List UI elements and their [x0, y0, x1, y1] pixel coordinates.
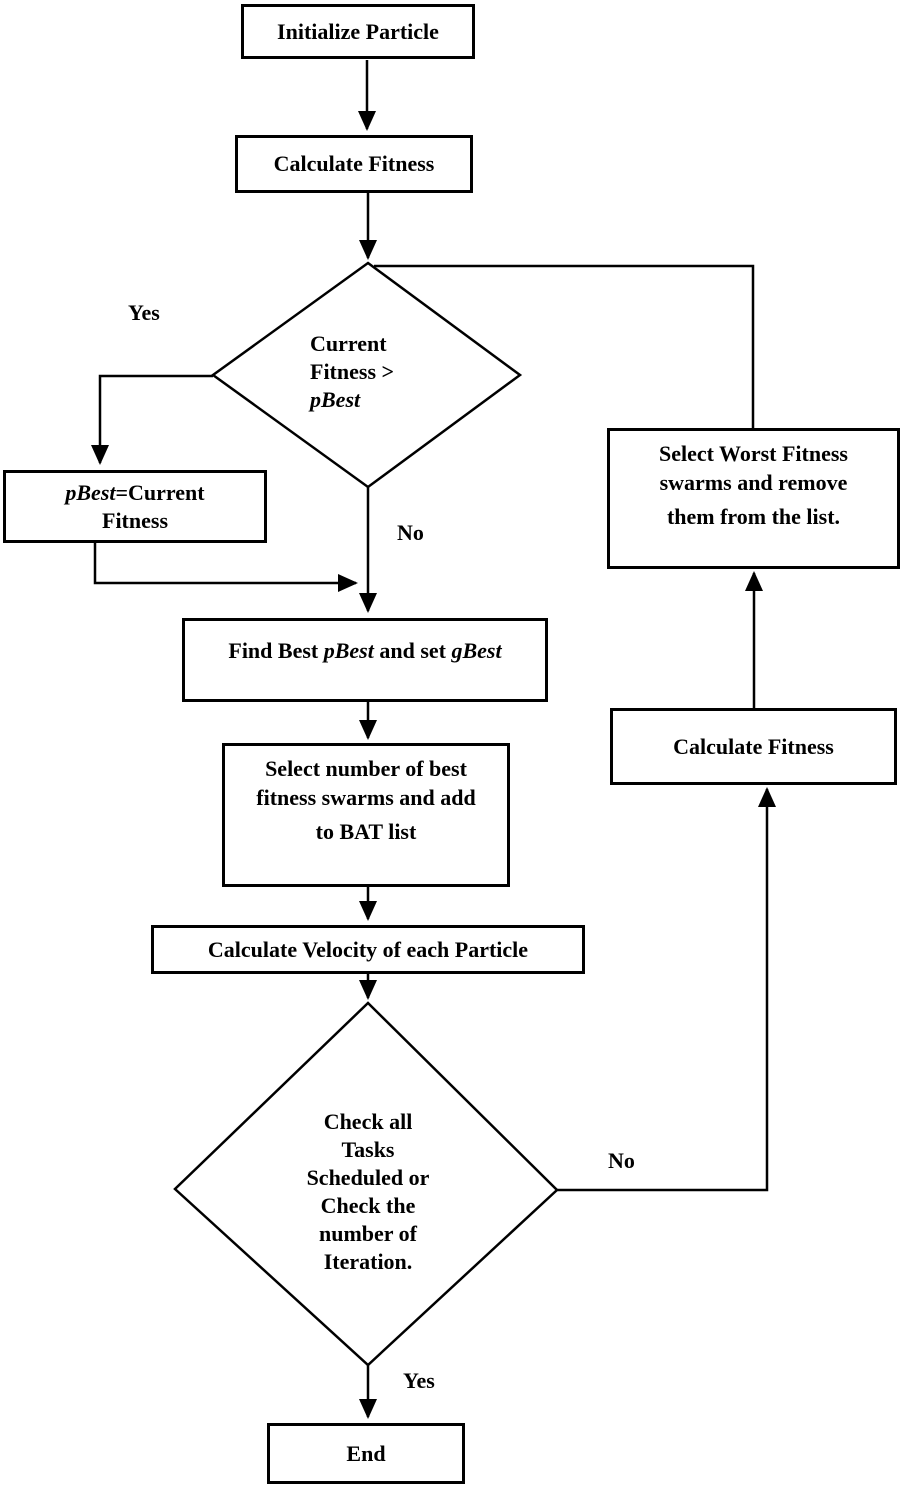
label-no-right: No: [608, 1148, 635, 1173]
label-yes-bottom: Yes: [403, 1368, 435, 1393]
decision-tasks-line1: Check all: [323, 1109, 413, 1134]
node-select-worst-line3: them from the list.: [666, 504, 841, 529]
node-calculate-velocity: Calculate Velocity of each Particle: [151, 925, 585, 974]
decision-current-fitness-shape: [210, 261, 523, 489]
node-calculate-fitness-label: Calculate Fitness: [273, 151, 435, 176]
node-find-best: Find Best pBest and set gBest: [182, 618, 548, 702]
node-end: End: [267, 1423, 465, 1484]
node-select-number-line2: fitness swarms and add: [256, 785, 476, 810]
decision-current-fitness-line1: Current: [310, 331, 387, 356]
node-calculate-velocity-label: Calculate Velocity of each Particle: [207, 936, 529, 962]
find-best-p4: gBest: [451, 638, 502, 663]
label-no-center: No: [397, 520, 424, 545]
node-end-label: End: [346, 1440, 386, 1466]
node-pbest-update-line1: pBest=Current: [65, 479, 204, 507]
node-select-worst-line2: swarms and remove: [659, 470, 848, 495]
pbest-italic: pBest: [65, 479, 116, 505]
pbest-rest: =Current: [115, 479, 205, 505]
decision-tasks-line2: Tasks: [341, 1137, 395, 1162]
node-select-worst: Select Worst Fitness swarms and remove t…: [607, 428, 900, 569]
decision-tasks-line3: Scheduled or: [306, 1165, 430, 1190]
node-select-number: Select number of best fitness swarms and…: [222, 743, 510, 887]
node-initialize-particle-label: Initialize Particle: [277, 18, 439, 44]
node-select-number-line3: to BAT list: [315, 819, 417, 844]
edge-decision-yes-to-pbest-update: [91, 374, 213, 465]
decision-tasks-line5: number of: [319, 1221, 417, 1246]
decision-current-fitness-line3: pBest: [310, 387, 361, 412]
node-initialize-particle: Initialize Particle: [241, 4, 475, 59]
node-pbest-update-line2: Fitness: [102, 507, 168, 533]
decision-tasks-label: Check all Tasks Scheduled or Check the n…: [258, 1108, 478, 1276]
find-best-p3: and set: [373, 638, 452, 663]
node-calculate-fitness-right: Calculate Fitness: [610, 708, 897, 785]
decision-current-fitness-label: Current Fitness > pBest: [310, 330, 440, 414]
node-pbest-update: pBest=Current Fitness: [3, 470, 267, 543]
label-yes-left: Yes: [128, 300, 160, 325]
edge-feedback-select-worst-to-decision: [374, 264, 755, 428]
node-find-best-label: Find Best pBest and set gBest: [228, 638, 501, 663]
node-calculate-fitness-right-label: Calculate Fitness: [673, 733, 834, 759]
edge-pbest-update-to-merge: [93, 543, 358, 592]
node-select-worst-line1: Select Worst Fitness: [658, 441, 848, 466]
edge-decision-tasks-no-to-calc-fitness-right: [557, 787, 776, 1192]
decision-tasks-shape: [173, 1001, 559, 1367]
node-select-number-line1: Select number of best: [265, 756, 467, 781]
node-calculate-fitness: Calculate Fitness: [235, 135, 473, 193]
find-best-p1: Find Best: [228, 638, 324, 663]
decision-tasks-line4: Check the: [320, 1193, 416, 1218]
find-best-p2: pBest: [323, 638, 374, 663]
decision-tasks-line6: Iteration.: [323, 1249, 413, 1274]
decision-current-fitness-line2: Fitness >: [310, 359, 395, 384]
